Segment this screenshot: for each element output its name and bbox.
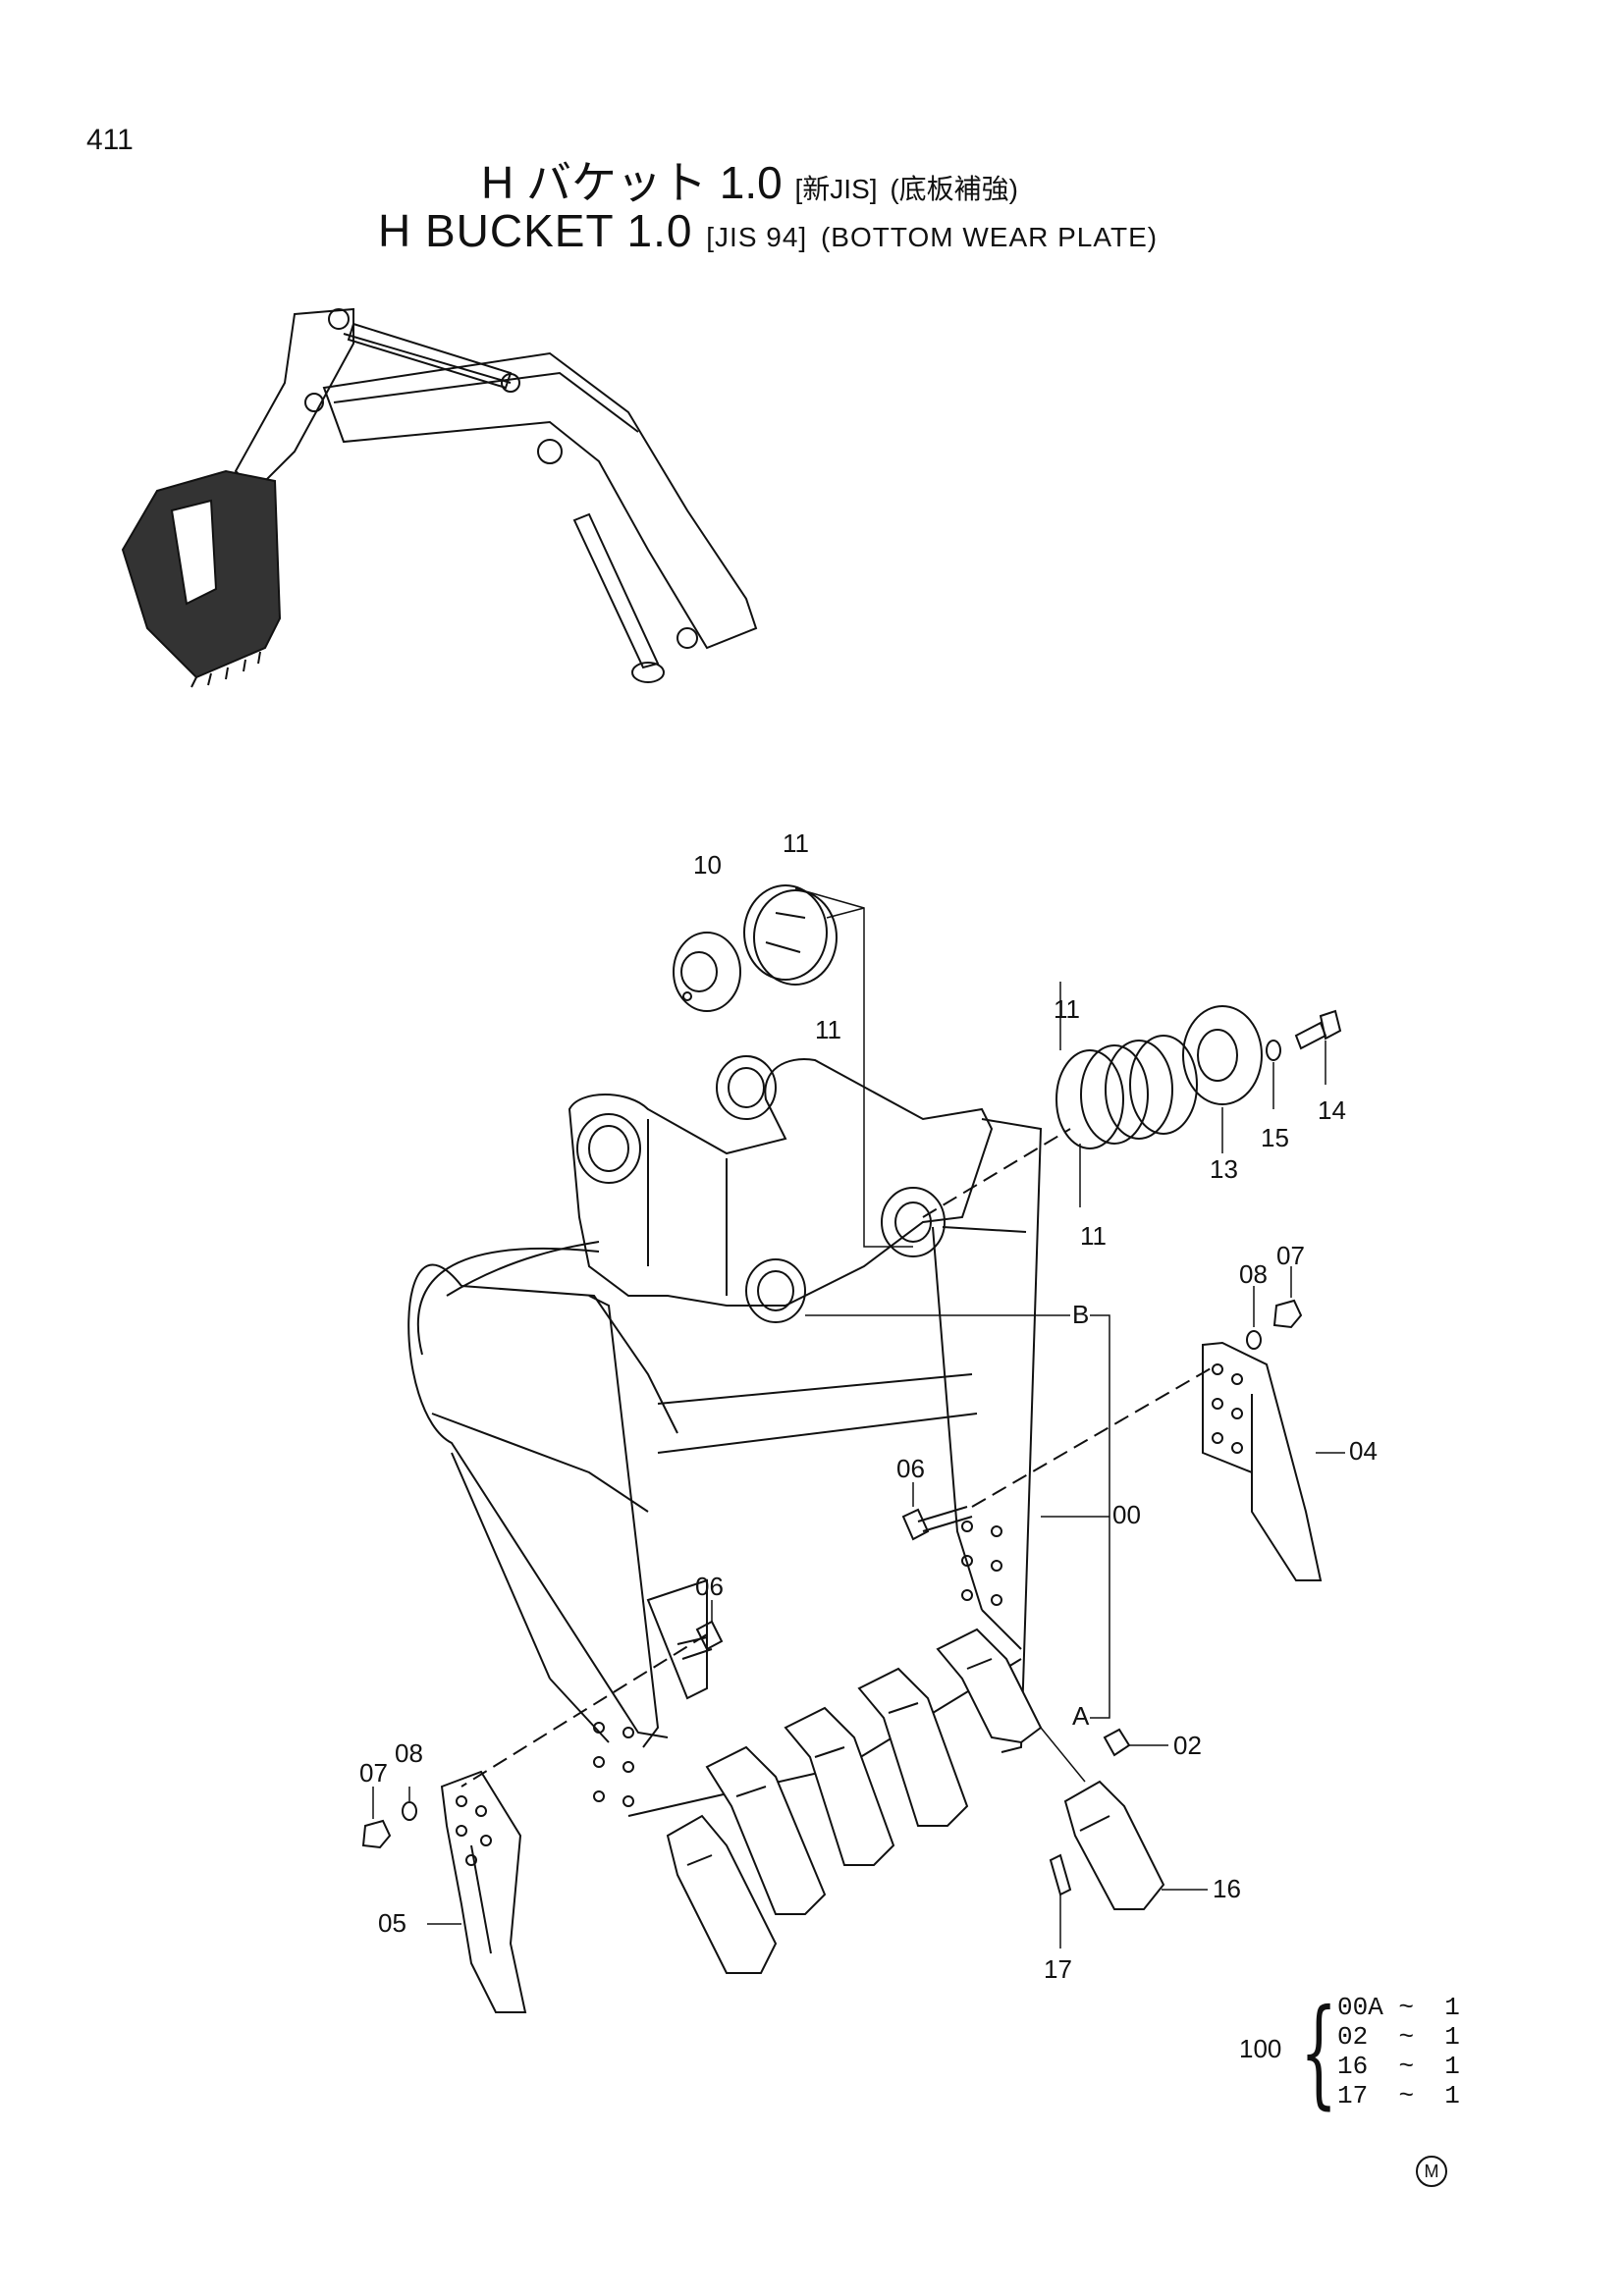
title-ja-main: H バケット 1.0 [481, 157, 783, 208]
part-06-bolt-right [901, 1506, 973, 1541]
callout-00: 00 [1112, 1500, 1141, 1529]
part-05-side-cutter [440, 1770, 527, 2013]
part-04-side-cutter [1202, 1341, 1323, 1581]
callout-16: 16 [1213, 1874, 1241, 1903]
callout-07-right: 07 [1276, 1241, 1305, 1270]
bucket-bracket [568, 1055, 994, 1323]
set-label: 100 [1239, 2034, 1282, 2063]
callout-11-right-low: 11 [1080, 1221, 1107, 1251]
callout-08-right: 08 [1239, 1259, 1268, 1289]
part-06-bolt-left [676, 1620, 724, 1660]
callout-13: 13 [1210, 1154, 1238, 1184]
title-en-note: (BOTTOM WEAR PLATE) [820, 222, 1159, 252]
teeth [666, 1628, 1043, 1974]
callout-11-upper-low: 11 [815, 1015, 841, 1044]
boom [322, 351, 758, 650]
arm-cylinder [347, 322, 520, 393]
page-number: 411 [86, 124, 134, 156]
title-english: H BUCKET 1.0 [JIS 94] (BOTTOM WEAR PLATE… [378, 204, 1158, 257]
part-17-lock [1049, 1853, 1072, 1896]
callout-11-right-top: 11 [1054, 994, 1080, 1024]
boom-cylinder [572, 512, 665, 683]
callout-05: 05 [378, 1908, 406, 1938]
callout-17: 17 [1044, 1954, 1072, 1984]
part-14-bolt [1294, 1009, 1342, 1050]
callout-11-top: 11 [783, 828, 809, 858]
callout-14: 14 [1318, 1095, 1346, 1125]
part-11-shims-upper [743, 884, 838, 986]
callout-labels: 10 11 11 11 11 13 14 15 07 08 B 04 06 00… [359, 828, 1378, 1984]
set-row: 02 ~ 1 [1337, 2022, 1460, 2052]
callout-06-right: 06 [896, 1454, 925, 1483]
set-row: 00A ~ 1 [1337, 1993, 1460, 2022]
title-japanese: H バケット 1.0 [新JIS] (底板補強) [481, 147, 1018, 212]
bucket-thumbnail [121, 469, 282, 688]
part-15-washer [1266, 1040, 1281, 1061]
callout-08-left: 08 [395, 1738, 423, 1768]
part-08-washer-right [1246, 1330, 1262, 1350]
leader-lines [372, 887, 1345, 1949]
title-ja-standard: [新JIS] [794, 174, 878, 204]
arm [234, 307, 512, 493]
set-row: 16 ~ 1 [1337, 2052, 1460, 2081]
part-16-tooth [1063, 1780, 1165, 1910]
bucket-side-holes [593, 1521, 1002, 1807]
callout-10: 10 [693, 850, 722, 880]
part-11-shims-right [1055, 1035, 1198, 1149]
callout-A: A [1072, 1701, 1090, 1731]
excavator-thumbnail [121, 307, 758, 688]
callout-07-left: 07 [359, 1758, 388, 1788]
callout-04: 04 [1349, 1436, 1378, 1466]
part-07-nut-left [361, 1819, 392, 1849]
part-02-pin [1103, 1728, 1131, 1757]
set-brace: { [1300, 1985, 1338, 2121]
title-en-standard: [JIS 94] [706, 222, 808, 252]
callout-B: B [1072, 1300, 1089, 1329]
part-10-collar [673, 932, 741, 1012]
title-ja-note: (底板補強) [890, 174, 1018, 204]
part-07-nut-right [1272, 1299, 1303, 1329]
part-08-washer-left [402, 1801, 417, 1821]
callout-06-left: 06 [695, 1572, 724, 1601]
m-mark: M [1416, 2156, 1447, 2187]
part-13-collar [1182, 1005, 1263, 1105]
title-en-main: H BUCKET 1.0 [378, 205, 693, 256]
callout-15: 15 [1261, 1123, 1289, 1152]
callout-02: 02 [1173, 1731, 1202, 1760]
set-row: 17 ~ 1 [1337, 2081, 1460, 2110]
bucket-body [407, 1118, 1043, 1817]
